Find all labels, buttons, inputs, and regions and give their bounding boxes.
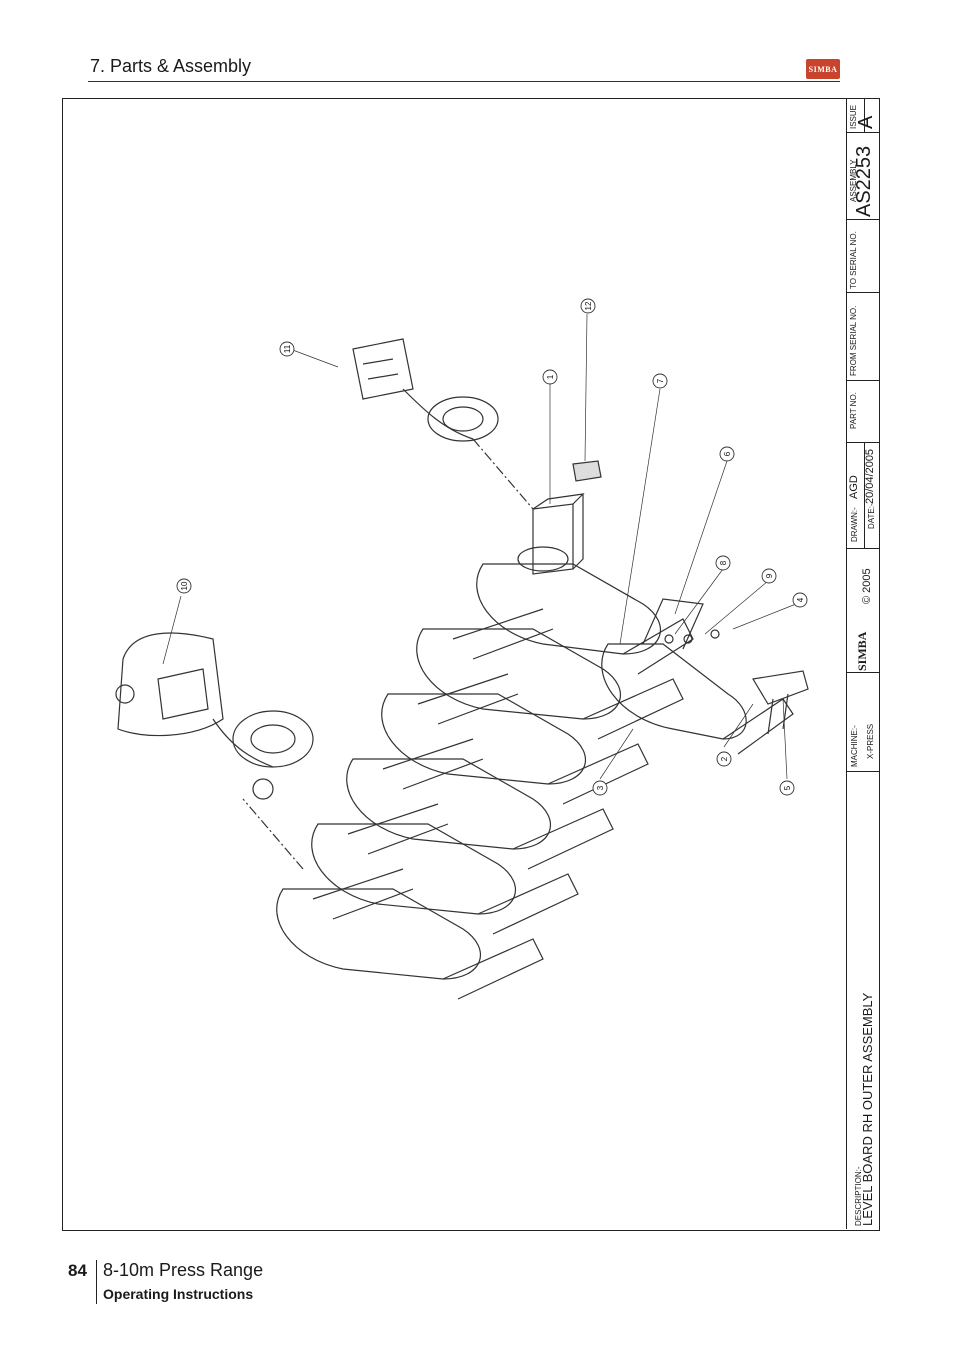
callout-4: 4 [796, 597, 805, 602]
footer-divider [96, 1260, 97, 1304]
callout-11: 11 [283, 344, 292, 353]
exploded-tine [601, 598, 794, 755]
callout-9: 9 [765, 573, 774, 578]
description-value: LEVEL BOARD RH OUTER ASSEMBLY [860, 992, 875, 1226]
callout-10: 10 [180, 581, 189, 590]
copyright-text: © 2005 [861, 568, 873, 604]
from-serial-label: FROM SERIAL NO. [849, 305, 858, 376]
callout-3: 3 [596, 785, 605, 790]
part-no-label: PART NO. [849, 392, 858, 429]
date-label: DATE:- [867, 503, 876, 529]
bearing-bracket-lower [115, 632, 314, 800]
tine-segment [346, 738, 614, 870]
tine-segment [276, 868, 544, 1000]
title-block-divider [847, 771, 880, 772]
footer-subtitle: Operating Instructions [103, 1286, 254, 1302]
callout-12: 12 [584, 301, 593, 310]
drawn-label: DRAWN:- [850, 507, 859, 542]
title-block-divider [864, 99, 865, 132]
title-block-divider [847, 219, 880, 220]
title-block-divider [847, 548, 880, 549]
title-block-divider [847, 380, 880, 381]
title-block-divider [864, 442, 865, 548]
callout-5: 5 [783, 785, 792, 790]
callout-1: 1 [546, 374, 555, 379]
simba-logo: SIMBA [806, 59, 840, 79]
title-block-divider [847, 672, 880, 673]
bearing-bracket-upper [352, 338, 499, 442]
section-title: 7. Parts & Assembly [90, 56, 252, 76]
callout-6: 6 [723, 451, 732, 456]
assembly-value: AS2253 [853, 145, 875, 217]
simba-brand-mark: SIMBA [855, 631, 869, 671]
square-shaft [532, 493, 585, 575]
callout-2: 2 [720, 756, 729, 761]
title-block-divider [847, 132, 880, 133]
tine-segment [381, 673, 649, 805]
drawn-value: AGD [848, 475, 860, 499]
machine-label: MACHINE:- [850, 725, 859, 767]
callout-8: 8 [719, 560, 728, 565]
page-number: 84 [68, 1261, 87, 1280]
title-block-divider [847, 292, 880, 293]
to-serial-label: TO SERIAL NO. [849, 231, 858, 289]
date-value: 20/04/2005 [864, 448, 876, 504]
drawing-frame [62, 98, 880, 1231]
exploded-assembly-drawing: 1 2 3 4 5 6 7 8 9 10 11 12 [115, 298, 809, 1000]
tine-segment [311, 803, 579, 935]
title-block-divider [847, 442, 880, 443]
header-rule [88, 81, 840, 82]
machine-value: X-PRESS [866, 723, 875, 759]
issue-value: A [855, 115, 877, 129]
title-block: ISSUE A ASSEMBLY AS2253 TO SERIAL NO. FR… [846, 99, 880, 1229]
tine-segment [476, 563, 694, 675]
footer-title: 8-10m Press Range [103, 1260, 264, 1280]
callout-7: 7 [656, 378, 665, 383]
